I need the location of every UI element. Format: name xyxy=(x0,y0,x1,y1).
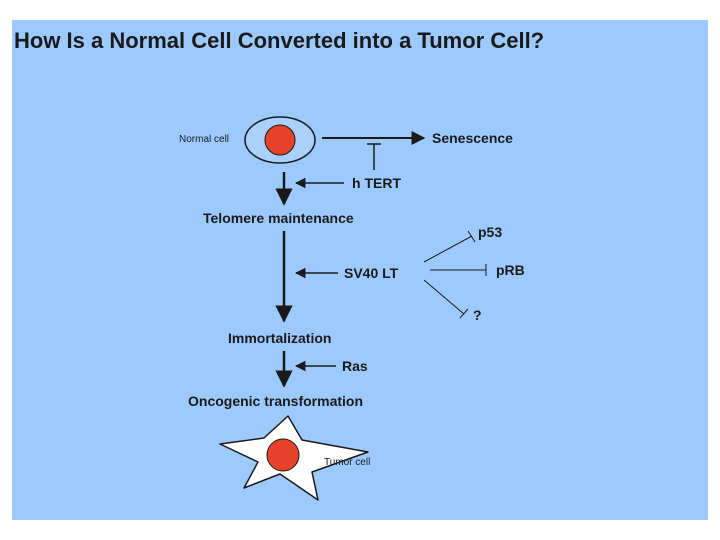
slide-title: How Is a Normal Cell Converted into a Tu… xyxy=(14,28,545,53)
ras-label: Ras xyxy=(342,358,368,374)
normal-cell-label: Normal cell xyxy=(179,134,229,145)
p53-label: p53 xyxy=(478,224,502,240)
prb-inhibition xyxy=(430,264,487,276)
tumor-cell-icon xyxy=(219,415,369,501)
sv40-label: SV40 LT xyxy=(344,265,399,281)
senescence-label: Senescence xyxy=(432,130,513,146)
p53-inhibition xyxy=(423,230,476,263)
prb-label: pRB xyxy=(496,262,525,278)
unknown-inhibition xyxy=(423,279,469,319)
immortalization-label: Immortalization xyxy=(228,330,331,346)
htert-label: h TERT xyxy=(352,175,401,191)
normal-cell-icon xyxy=(244,116,316,164)
telomere-label: Telomere maintenance xyxy=(203,210,354,226)
unknown-label: ? xyxy=(473,307,482,323)
tumor-cell-label: Tumor cell xyxy=(324,457,370,468)
oncogenic-label: Oncogenic transformation xyxy=(188,393,363,409)
slide xyxy=(12,20,708,520)
